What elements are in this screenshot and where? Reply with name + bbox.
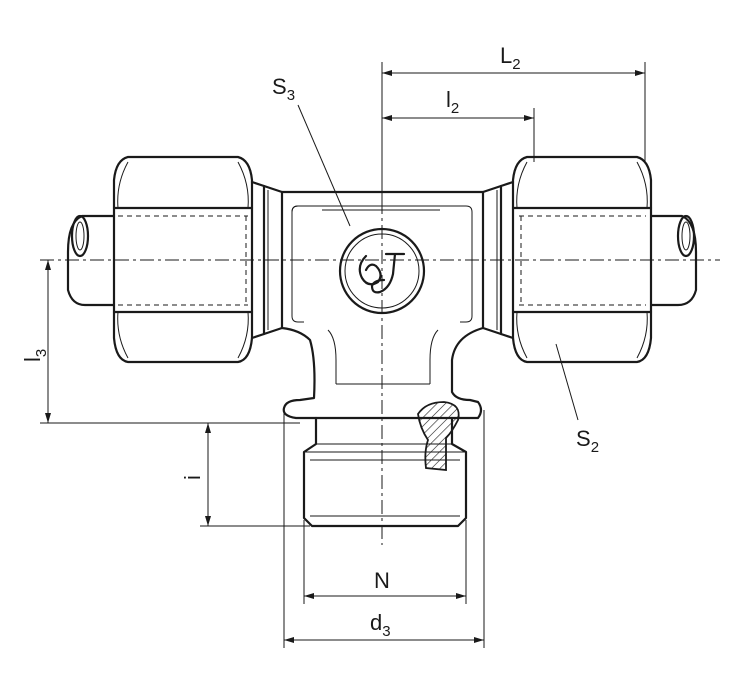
right-nut bbox=[511, 155, 653, 364]
center-lines bbox=[40, 200, 720, 545]
seal-section bbox=[417, 401, 460, 471]
right-pipe bbox=[638, 214, 698, 307]
label-i: i bbox=[180, 475, 205, 480]
label-l3: l3 bbox=[20, 349, 50, 362]
dimension-lines bbox=[40, 62, 646, 648]
label-d3: d3 bbox=[370, 610, 391, 640]
label-S2: S2 bbox=[576, 426, 599, 456]
left-pipe bbox=[66, 214, 120, 307]
label-S3: S3 bbox=[272, 74, 295, 104]
threaded-stud bbox=[302, 416, 468, 528]
tee-body bbox=[280, 190, 485, 420]
label-L2: L2 bbox=[500, 43, 521, 73]
label-l2: l2 bbox=[446, 87, 459, 117]
label-N: N bbox=[374, 568, 390, 593]
